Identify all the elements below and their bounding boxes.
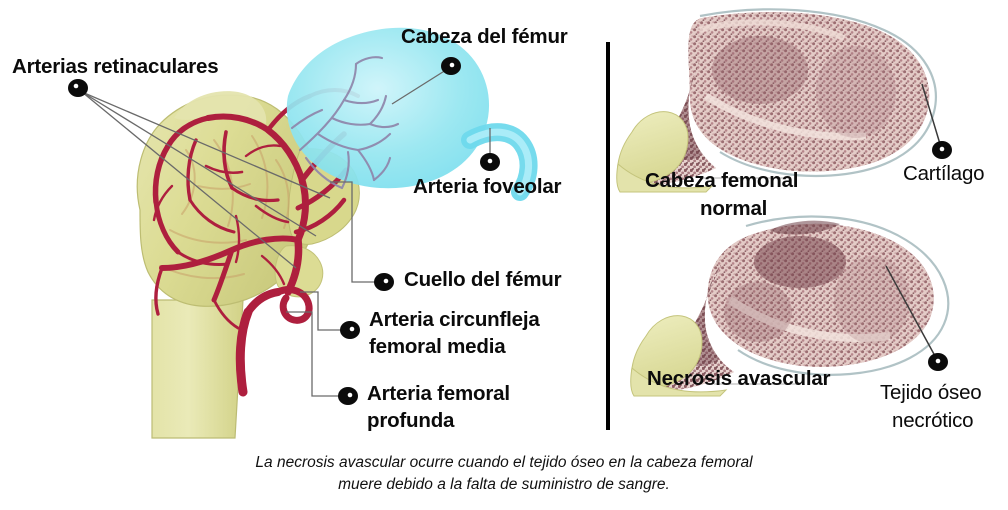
marker-arteria-foveolar xyxy=(480,153,500,171)
specimen-normal xyxy=(616,8,937,193)
specimen-necrotic xyxy=(630,215,950,397)
leader-lines-right xyxy=(885,83,941,357)
marker-arteria-femoral-profunda xyxy=(338,387,358,405)
leader-cartilago xyxy=(921,83,941,145)
marker-dots xyxy=(68,57,952,405)
marker-arterias-retinaculares xyxy=(68,79,88,97)
caption-line-1: La necrosis avascular ocurre cuando el t… xyxy=(255,454,753,471)
leader-circunfleja xyxy=(300,291,345,331)
leader-retinaculares-1 xyxy=(81,91,331,199)
marker-cartilago xyxy=(932,141,952,159)
marker-tejido-necrotico xyxy=(928,353,948,371)
necrotic-collapse-zone xyxy=(770,220,840,235)
specimen-illustrations xyxy=(616,8,950,397)
label-arteria-circunfleja-femoral-media-line2: femoral media xyxy=(369,335,506,358)
cartilage-outline-normal xyxy=(699,8,937,178)
label-cabeza-del-femur: Cabeza del fémur xyxy=(401,25,568,48)
label-tejido-oseo-necrotico-line1: Tejido óseo xyxy=(880,381,982,404)
foveolar-artery-highlight xyxy=(466,128,532,196)
leader-lines-left xyxy=(81,69,491,397)
greater-trochanter xyxy=(174,91,267,124)
necrotic-bone-base xyxy=(630,367,728,397)
retinacular-artery-3 xyxy=(293,197,347,235)
label-arterias-retinaculares: Arterias retinaculares xyxy=(12,55,219,78)
label-cabeza-femoral-normal-line2: normal xyxy=(700,197,768,220)
deep-femoral-artery xyxy=(235,307,253,397)
medial-circumflex-artery xyxy=(274,286,313,324)
label-cabeza-femoral-normal-line1: Cabeza femonal xyxy=(645,169,799,192)
label-arteria-femoral-profunda-line2: profunda xyxy=(367,409,455,432)
normal-bone-base xyxy=(616,163,714,193)
label-cuello-del-femur: Cuello del fémur xyxy=(404,268,562,291)
leader-retinaculares-2 xyxy=(81,91,317,237)
label-cartilago: Cartílago xyxy=(903,162,985,185)
femur-vascular-illustration xyxy=(81,27,538,439)
label-necrosis-avascular: Necrosis avascular xyxy=(647,367,831,390)
leader-retinaculares-3 xyxy=(81,91,297,269)
label-arteria-femoral-profunda-line1: Arteria femoral xyxy=(367,382,510,405)
marker-cuello-del-femur xyxy=(374,273,394,291)
label-arteria-circunfleja-femoral-media-line1: Arteria circunfleja xyxy=(369,308,540,331)
cartilage-outline-necrotic xyxy=(737,215,950,376)
leader-cabeza-femur xyxy=(391,69,447,105)
label-tejido-oseo-necrotico-line2: necrótico xyxy=(892,409,974,432)
femoral-head-overlay xyxy=(286,27,490,189)
marker-cabeza-del-femur xyxy=(441,57,461,75)
leader-cuello-femur xyxy=(330,181,379,283)
caption-line-2: muere debido a la falta de suministro de… xyxy=(338,476,670,493)
panel-divider xyxy=(606,42,610,430)
marker-arteria-circunfleja xyxy=(340,321,360,339)
leader-tejido-necrotico xyxy=(885,265,936,357)
leader-femoral-profunda xyxy=(286,311,343,397)
femoral-head-vessels xyxy=(290,56,400,190)
label-arteria-foveolar: Arteria foveolar xyxy=(413,175,562,198)
